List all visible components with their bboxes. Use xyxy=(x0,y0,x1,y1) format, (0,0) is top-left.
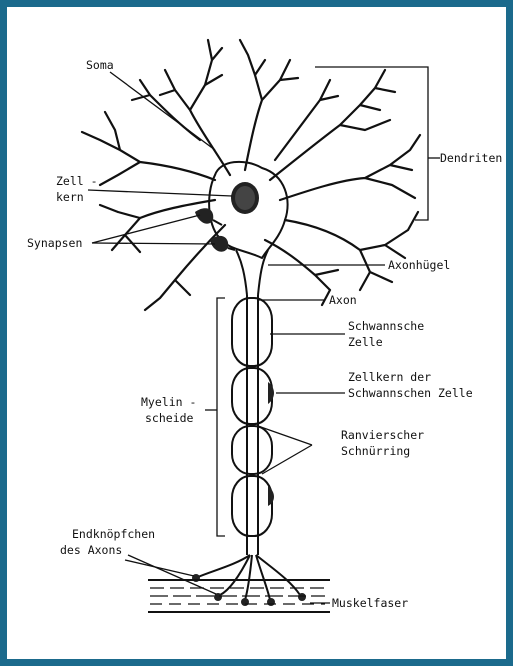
label-schwann-2: Zelle xyxy=(348,335,383,349)
label-zellkern-schwann-2: Schwannschen Zelle xyxy=(348,386,473,400)
schwann-cell-4 xyxy=(232,476,272,536)
label-zellkern-schwann-1: Zellkern der xyxy=(348,370,431,384)
label-endknoepfchen-1: Endknöpfchen xyxy=(72,527,155,541)
schwann-cell-3 xyxy=(232,426,272,474)
label-zellkern-1: Zell - xyxy=(56,174,98,188)
schwann-nucleus-2 xyxy=(268,486,274,506)
label-dendriten: Dendriten xyxy=(440,151,502,165)
label-myelin-2: scheide xyxy=(145,411,194,425)
muskelfaser-fiber xyxy=(148,580,330,612)
leader-lines xyxy=(88,67,440,603)
schwann-cell-2 xyxy=(232,368,272,424)
label-axonhuegel: Axonhügel xyxy=(388,258,450,272)
label-ranvier-1: Ranvierscher xyxy=(341,428,424,442)
label-zellkern-2: kern xyxy=(56,190,84,204)
label-synapsen: Synapsen xyxy=(27,236,82,250)
label-endknoepfchen-2: des Axons xyxy=(60,543,122,557)
schwann-nucleus xyxy=(268,382,274,404)
label-axon: Axon xyxy=(329,293,357,307)
label-myelin-1: Myelin - xyxy=(141,395,196,409)
label-schwann-1: Schwannsche xyxy=(348,319,424,333)
myelin-segments xyxy=(232,298,274,536)
label-ranvier-2: Schnürring xyxy=(341,444,410,458)
label-soma: Soma xyxy=(86,58,114,72)
nucleus-inner xyxy=(235,186,255,210)
dendrites xyxy=(82,40,420,310)
label-muskelfaser: Muskelfaser xyxy=(332,596,408,610)
schwann-cell-1 xyxy=(232,298,272,366)
labels: Soma Zell - kern Synapsen Dendriten Axon… xyxy=(27,58,502,610)
